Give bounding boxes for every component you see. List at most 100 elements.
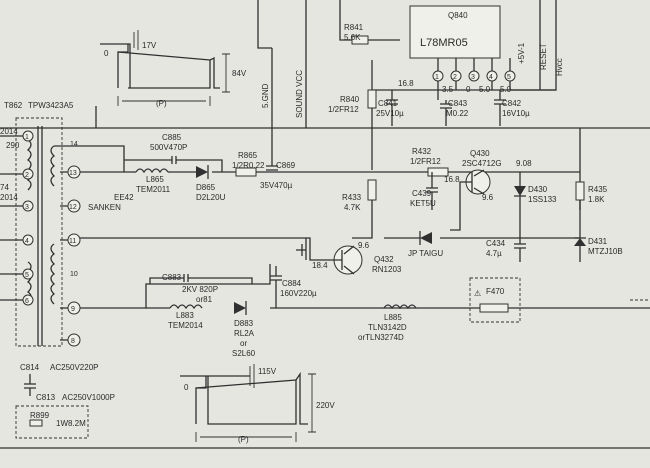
- r840-value: 1/2FR12: [328, 105, 359, 114]
- d865-name: D865: [196, 183, 216, 192]
- c842-value: 16V10µ: [502, 109, 530, 118]
- r841-name: R841: [344, 23, 364, 32]
- wf1-period-label: (P): [156, 99, 167, 108]
- svg-text:3: 3: [25, 204, 29, 211]
- l885-name: L885: [384, 313, 402, 322]
- n2014a-label: 2014: [0, 127, 18, 136]
- svg-text:10: 10: [70, 271, 78, 278]
- c843-name: C843: [448, 99, 468, 108]
- svg-text:5: 5: [25, 272, 29, 279]
- sanken-label: SANKEN: [88, 203, 121, 212]
- svg-text:8: 8: [71, 338, 75, 345]
- svg-text:1: 1: [25, 134, 29, 141]
- svg-text:12: 12: [69, 204, 77, 211]
- l78mr05-label: L78MR05: [420, 37, 468, 49]
- q840-ic-box: [409, 5, 501, 59]
- r433-value: 4.7K: [344, 203, 361, 212]
- v9-6a-label: 9.6: [482, 193, 494, 202]
- wf1-zero-label: 0: [104, 49, 109, 58]
- row-c814: C814 AC250V220P C813 AC250V1000P R899 1W…: [0, 363, 650, 449]
- c842-name: C842: [502, 99, 522, 108]
- r899-value: 1W8.2M: [56, 419, 86, 428]
- d883-value2: S2L60: [232, 349, 256, 358]
- r435-value: 1.8K: [588, 195, 605, 204]
- row-c883: C884 160V220µ C883 2KV 820P or81 L883 TE…: [80, 264, 650, 358]
- hvcc-label: Hvcc: [555, 58, 564, 76]
- wf2-zero-label: 0: [184, 383, 189, 392]
- ee42-label: EE42: [114, 193, 134, 202]
- q430-value: 2SC4712G: [462, 159, 502, 168]
- f470-name: F470: [486, 287, 505, 296]
- reset-label: RESET: [539, 43, 548, 70]
- v16-8-label: 16.8: [398, 79, 414, 88]
- n290-label: 290: [6, 141, 20, 150]
- v0-label: 0: [466, 85, 471, 94]
- gnd5-label: 5.GND: [261, 83, 270, 108]
- c884-value: 160V220µ: [280, 289, 317, 298]
- c434-name: C434: [486, 239, 506, 248]
- r840-name: R840: [340, 95, 360, 104]
- waveform-top: 17V 0 84V (P): [100, 30, 247, 108]
- regulator-section: Q840 L78MR05 1 2 3 4 5 16.8 3.5 0 5.0 5.…: [257, 0, 564, 170]
- v9-6b-label: 9.6: [358, 241, 370, 250]
- c439-value: KET5U: [410, 199, 436, 208]
- r840-resistor: [367, 89, 377, 109]
- c843-value: M0.22: [446, 109, 469, 118]
- c883-value1: 2KV 820P: [182, 285, 218, 294]
- svg-text:5: 5: [507, 74, 511, 81]
- c841-name: C841: [378, 99, 398, 108]
- svg-text:2: 2: [25, 172, 29, 179]
- d883-name: D883: [234, 319, 254, 328]
- c434-value: 4.7µ: [486, 249, 502, 258]
- svg-text:14: 14: [70, 141, 78, 148]
- wf1-amp-label: 84V: [232, 69, 247, 78]
- v3-5-label: 3.5: [442, 85, 454, 94]
- d883-value1: RL2A: [234, 329, 255, 338]
- c885-value: 500V470P: [150, 143, 187, 152]
- plus5v-label: +5V-1: [517, 42, 526, 64]
- wf2-top-label: 115V: [258, 367, 277, 376]
- q432-value: RN1203: [372, 265, 402, 274]
- svg-text:6: 6: [25, 298, 29, 305]
- c841-value: 25V10µ: [376, 109, 404, 118]
- r433-name: R433: [342, 193, 362, 202]
- warn-icon: ⚠: [474, 289, 481, 298]
- d430-value: 1SS133: [528, 195, 557, 204]
- row-c885: C885 500V470P L865 TEM2011 D865 D2L20U R…: [80, 133, 580, 212]
- q430-section: R432 1/2FR12 Q430 2SC4712G 9.08 16.8 9.6…: [410, 147, 623, 262]
- v5-0b-label: 5.0: [500, 85, 512, 94]
- q840-label: Q840: [448, 11, 468, 20]
- c814-name: C814: [20, 363, 40, 372]
- t862-right-pins: 14 13 12 11 10 9 8: [67, 141, 81, 347]
- q430-name: Q430: [470, 149, 490, 158]
- t862-left-pins: 1 2 3 4 5 6: [22, 130, 34, 306]
- t862-label: T862: [4, 101, 23, 110]
- jp-label: JP TAIGU: [408, 249, 443, 258]
- r435-name: R435: [588, 185, 608, 194]
- n74-label: 74: [0, 183, 9, 192]
- l885-value2: orTLN3274D: [358, 333, 404, 342]
- l865-name: L865: [146, 175, 164, 184]
- d883-or: or: [240, 339, 247, 348]
- r865-value: 1/2R0.22: [232, 161, 265, 170]
- svg-text:13: 13: [69, 170, 77, 177]
- v9-08-label: 9.08: [516, 159, 532, 168]
- svg-text:4: 4: [489, 74, 493, 81]
- d430-name: D430: [528, 185, 548, 194]
- v5-0-label: 5.0: [479, 85, 491, 94]
- c884-name: C884: [282, 279, 302, 288]
- c869-value: 35V470µ: [260, 181, 293, 190]
- svg-text:9: 9: [71, 306, 75, 313]
- c813-value: AC250V1000P: [62, 393, 115, 402]
- r432-name: R432: [412, 147, 432, 156]
- svg-text:1: 1: [435, 74, 439, 81]
- r841-value: 5.6K: [344, 33, 361, 42]
- q840-pins: 1 2 3 4 5: [432, 70, 516, 82]
- c439-name: C439: [412, 189, 432, 198]
- d431-value: MTZJ10B: [588, 247, 623, 256]
- transformer-t862: T862 TPW3423A5 2014 290 74 2014 1 2 3 4 …: [0, 101, 81, 347]
- v18-4-label: 18.4: [312, 261, 328, 270]
- l883-name: L883: [176, 311, 194, 320]
- svg-text:2: 2: [453, 74, 457, 81]
